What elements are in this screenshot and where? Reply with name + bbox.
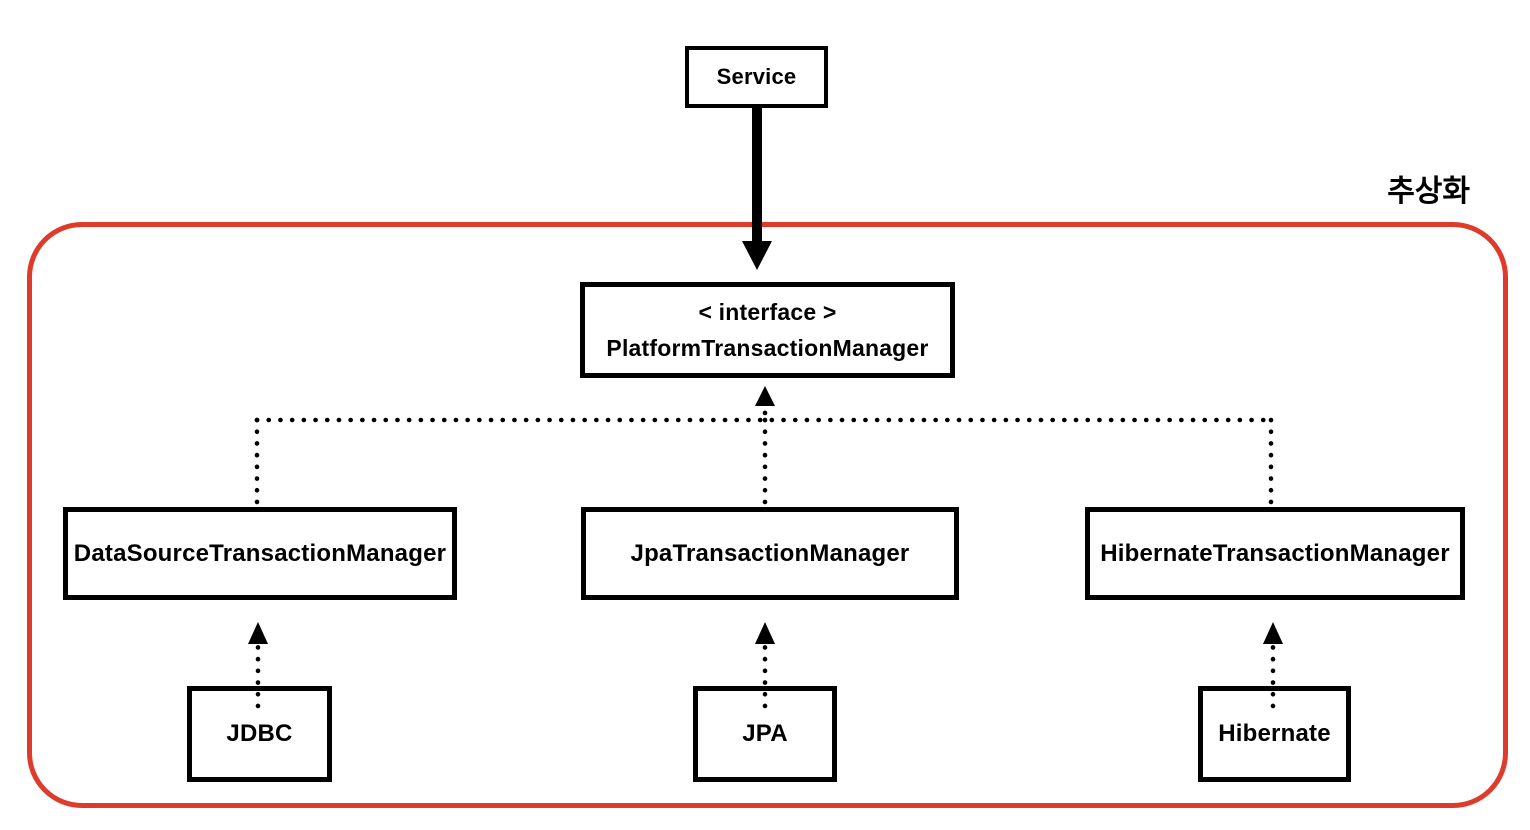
abstraction-label: 추상화 <box>1387 175 1470 208</box>
jpa-box: JPA <box>693 686 837 782</box>
manager-label: DataSourceTransactionManager <box>73 539 447 567</box>
interface-stereotype: < interface > <box>698 299 837 325</box>
manager-label: JpaTransactionManager <box>630 539 910 567</box>
manager-label: HibernateTransactionManager <box>1100 539 1450 567</box>
technology-label: JDBC <box>226 720 293 747</box>
abstraction-region <box>27 222 1508 808</box>
interface-name: PlatformTransactionManager <box>606 335 929 361</box>
hibernate-box: Hibernate <box>1198 686 1351 782</box>
technology-label: JPA <box>742 720 788 747</box>
service-label: Service <box>716 64 797 89</box>
hibernate-transaction-manager-box: HibernateTransactionManager <box>1085 507 1465 600</box>
technology-label: Hibernate <box>1218 720 1331 747</box>
jdbc-box: JDBC <box>187 686 332 782</box>
datasource-transaction-manager-box: DataSourceTransactionManager <box>63 507 457 600</box>
jpa-transaction-manager-box: JpaTransactionManager <box>581 507 959 600</box>
service-box: Service <box>685 46 828 108</box>
platform-transaction-manager-box: < interface > PlatformTransactionManager <box>580 282 955 378</box>
